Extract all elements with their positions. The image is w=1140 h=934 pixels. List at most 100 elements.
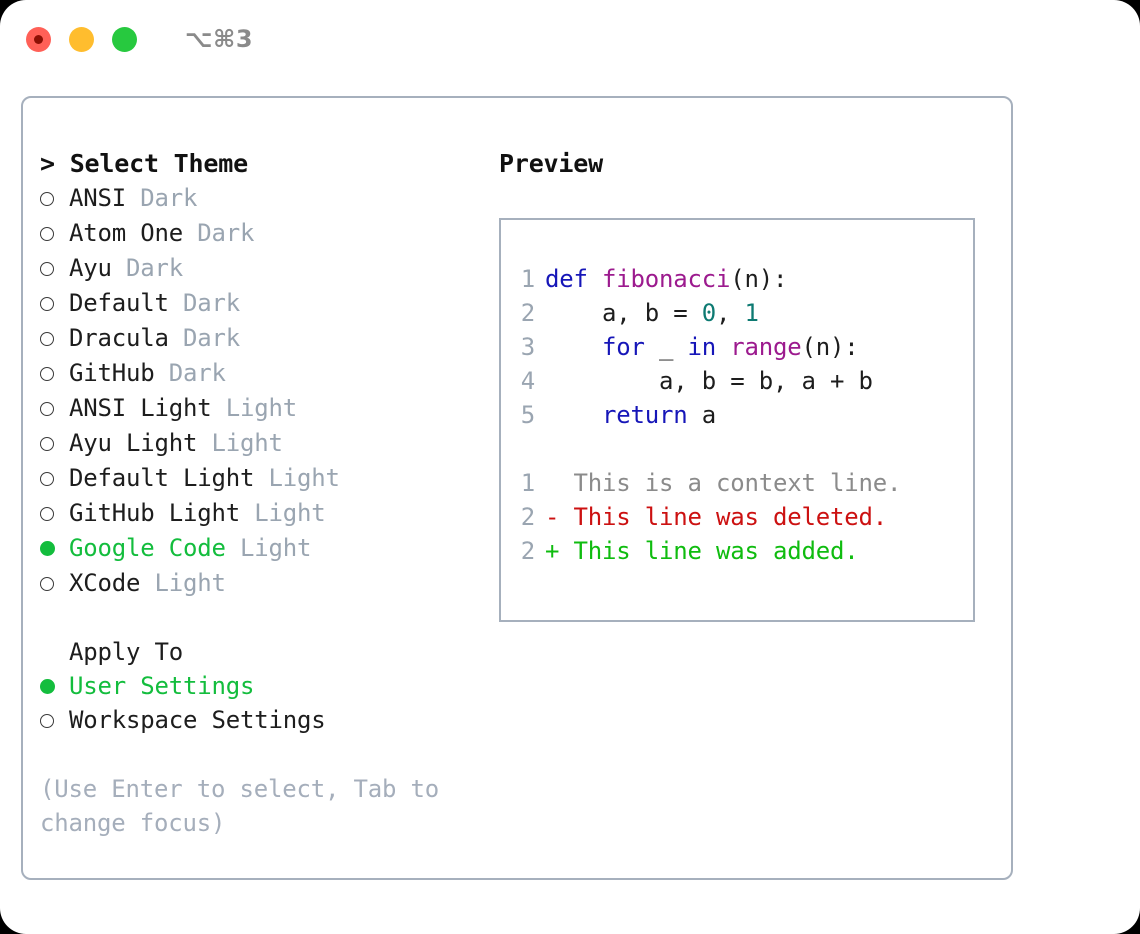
maximize-button[interactable] — [112, 26, 137, 52]
code-line-text: a, b = b, a + b — [545, 364, 873, 398]
code-token: fibonacci — [602, 265, 731, 293]
theme-option-label: XCode — [69, 568, 141, 597]
code-token: 1 — [744, 299, 759, 327]
theme-option-10[interactable]: Google Code Light — [40, 531, 488, 566]
radio-glyph — [40, 367, 54, 381]
code-token — [716, 333, 730, 361]
theme-option-label: Default — [69, 289, 169, 317]
radio-glyph — [40, 576, 54, 591]
code-token: a, b = — [545, 299, 702, 327]
radio-unselected-icon — [40, 252, 69, 286]
theme-option-3[interactable]: Default Dark — [40, 286, 488, 321]
theme-option-1[interactable]: Atom One Dark — [40, 216, 488, 251]
theme-option-8[interactable]: Default Light Light — [40, 461, 488, 496]
code-token: a, b = b, a + b — [545, 367, 873, 395]
diff-line-text: This is a context line. — [545, 469, 902, 497]
apply-option-label: Workspace Settings — [69, 706, 326, 734]
code-token: def — [545, 265, 602, 293]
code-token: a — [687, 401, 716, 429]
radio-glyph — [40, 227, 54, 241]
code-token: return — [602, 401, 688, 429]
radio-unselected-icon — [40, 322, 69, 356]
keyboard-hint-text: (Use Enter to select, Tab to change focu… — [40, 775, 439, 837]
close-button[interactable] — [26, 26, 51, 52]
theme-option-2[interactable]: Ayu Dark — [40, 251, 488, 286]
code-line: 3 for _ in range(n): — [501, 330, 973, 364]
theme-option-label: Atom One — [69, 219, 183, 247]
radio-glyph — [40, 714, 54, 728]
line-number: 2 — [520, 503, 535, 531]
theme-option-variant-badge: Dark — [126, 184, 198, 212]
code-line-text: a, b = 0, 1 — [545, 296, 759, 330]
theme-option-variant-badge: Light — [197, 429, 283, 457]
theme-option-7[interactable]: Ayu Light Light — [40, 426, 488, 461]
apply-option-1[interactable]: Workspace Settings — [40, 703, 488, 738]
diff-line: 1 This is a context line. — [501, 466, 973, 500]
title-bar: ⌥⌘3 — [0, 0, 1140, 78]
apply-to-heading: Apply To — [69, 637, 183, 666]
theme-option-variant-badge: Dark — [168, 289, 240, 317]
theme-option-variant-badge: Light — [140, 568, 226, 597]
theme-option-label: ANSI — [69, 184, 126, 212]
line-number: 3 — [520, 333, 535, 361]
code-line-text: return a — [545, 398, 716, 432]
code-token: 0 — [701, 299, 716, 327]
recording-dot-icon — [34, 34, 43, 44]
page-title: > Select Theme — [40, 149, 248, 178]
diff-line-text: + This line was added. — [545, 537, 859, 565]
theme-option-label: Dracula — [69, 324, 169, 352]
theme-option-variant-badge: Dark — [111, 254, 183, 282]
theme-option-label: GitHub Light — [69, 499, 240, 527]
code-line-text: for _ in range(n): — [545, 330, 859, 364]
theme-option-11[interactable]: XCode Light — [40, 566, 488, 601]
radio-unselected-icon — [40, 462, 69, 496]
code-token: for — [602, 333, 645, 361]
line-number: 4 — [520, 367, 535, 395]
code-line: 2 a, b = 0, 1 — [501, 296, 973, 330]
line-number: 1 — [520, 469, 535, 497]
minimize-button[interactable] — [69, 26, 94, 52]
theme-option-5[interactable]: GitHub Dark — [40, 356, 488, 391]
theme-option-9[interactable]: GitHub Light Light — [40, 496, 488, 531]
code-token — [545, 401, 602, 429]
code-token: , — [716, 299, 745, 327]
radio-glyph — [40, 402, 54, 416]
code-line: 5 return a — [501, 398, 973, 432]
traffic-light-group — [26, 26, 137, 52]
theme-option-label: Google Code — [69, 534, 226, 562]
theme-option-label: Ayu Light — [69, 429, 198, 457]
radio-glyph — [40, 678, 55, 694]
theme-option-variant-badge: Light — [254, 464, 340, 492]
theme-option-variant-badge: Light — [225, 534, 312, 562]
radio-glyph — [40, 332, 54, 346]
keyboard-shortcut-label: ⌥⌘3 — [185, 25, 254, 53]
code-line: 4 a, b = b, a + b — [501, 364, 973, 398]
theme-option-variant-badge: Light — [211, 394, 297, 422]
diff-sample: 1 This is a context line.2- This line wa… — [501, 466, 973, 568]
apply-option-0[interactable]: User Settings — [40, 669, 488, 704]
section-spacer — [40, 601, 488, 635]
theme-option-label: Ayu — [69, 254, 112, 282]
radio-unselected-icon — [40, 567, 69, 601]
theme-option-4[interactable]: Dracula Dark — [40, 321, 488, 356]
radio-glyph — [40, 262, 54, 276]
radio-glyph — [40, 541, 55, 556]
radio-unselected-icon — [40, 357, 69, 391]
radio-unselected-icon — [40, 392, 69, 426]
theme-option-0[interactable]: ANSI Dark — [40, 181, 488, 216]
radio-glyph — [40, 437, 54, 451]
theme-option-label: ANSI Light — [69, 394, 212, 422]
theme-option-variant-badge: Dark — [183, 219, 255, 247]
line-number: 5 — [520, 401, 535, 429]
line-number: 1 — [520, 265, 535, 293]
apply-option-label: User Settings — [69, 671, 255, 700]
code-token: range — [730, 333, 802, 361]
theme-option-6[interactable]: ANSI Light Light — [40, 391, 488, 426]
theme-option-variant-badge: Light — [240, 499, 326, 527]
